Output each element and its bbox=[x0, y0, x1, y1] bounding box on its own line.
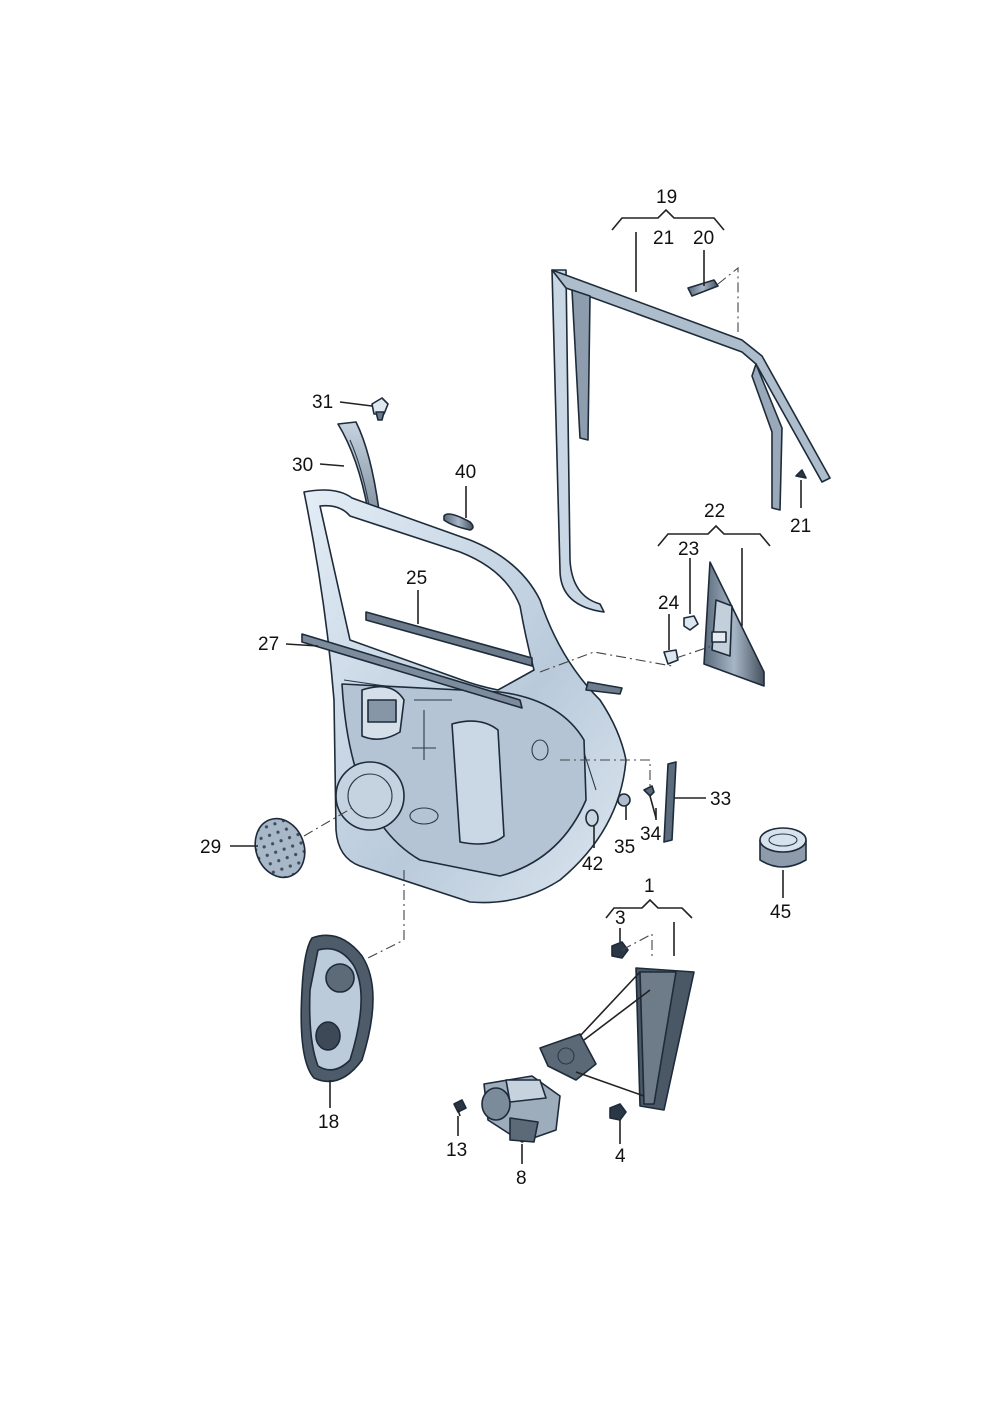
window-channel-seal-part bbox=[551, 269, 831, 613]
rear-guide-rail-part bbox=[663, 761, 677, 843]
sealing-plug-part bbox=[617, 793, 631, 807]
callout-40: 40 bbox=[455, 462, 476, 483]
callout-18: 18 bbox=[318, 1112, 339, 1133]
callout-27: 27 bbox=[258, 634, 279, 655]
callout-23: 23 bbox=[678, 539, 699, 560]
callout-4: 4 bbox=[615, 1146, 626, 1167]
callout-29: 29 bbox=[200, 837, 221, 858]
drain-plug-part bbox=[585, 809, 599, 827]
speaker-grille-part bbox=[254, 817, 306, 879]
callout-24: 24 bbox=[658, 593, 680, 614]
corner-trim-part bbox=[703, 561, 765, 687]
assembly-line bbox=[675, 645, 713, 659]
trim-nut-part-2 bbox=[663, 649, 679, 665]
callout-45: 45 bbox=[770, 902, 791, 923]
handle-insert-part bbox=[443, 513, 474, 531]
door-shell-part bbox=[303, 489, 627, 904]
motor-screw-part bbox=[453, 1099, 467, 1113]
leader-lines bbox=[230, 208, 802, 1164]
callout-8: 8 bbox=[516, 1168, 527, 1189]
trim-nut-part bbox=[683, 615, 699, 631]
assembly-line bbox=[363, 870, 405, 961]
callout-3: 3 bbox=[615, 908, 626, 929]
rail-screw-part bbox=[643, 785, 655, 797]
guide-clip-part bbox=[371, 397, 389, 421]
seal-clip-part bbox=[687, 279, 719, 297]
regulator-nut-part-2 bbox=[609, 1103, 627, 1121]
regulator-nut-part bbox=[611, 941, 629, 959]
callout-21-top: 21 bbox=[653, 228, 674, 249]
assembly-line bbox=[621, 933, 653, 960]
callout-21-right: 21 bbox=[790, 516, 811, 537]
window-motor-part bbox=[481, 1075, 561, 1143]
callout-25: 25 bbox=[406, 568, 427, 589]
inner-trim-panel-part bbox=[300, 934, 374, 1083]
rear-strip-end-part bbox=[585, 681, 623, 695]
callout-33: 33 bbox=[710, 789, 731, 810]
window-regulator-part bbox=[539, 967, 695, 1111]
callout-13: 13 bbox=[446, 1140, 467, 1161]
callout-42: 42 bbox=[582, 854, 603, 875]
assembly-line bbox=[560, 759, 651, 790]
outer-window-strip-part bbox=[301, 633, 523, 709]
damping-ring-part bbox=[759, 827, 807, 868]
callout-20: 20 bbox=[693, 228, 714, 249]
callout-35: 35 bbox=[614, 837, 635, 858]
inner-window-strip-part bbox=[365, 611, 533, 667]
motor-screw-shaft bbox=[457, 1109, 461, 1117]
seal-clip-small-part bbox=[795, 469, 807, 479]
assembly-line bbox=[717, 266, 739, 332]
assembly-line bbox=[303, 807, 353, 837]
callout-34: 34 bbox=[640, 824, 662, 845]
callout-19: 19 bbox=[656, 187, 677, 208]
callout-1: 1 bbox=[644, 876, 655, 897]
callout-22: 22 bbox=[704, 501, 725, 522]
callout-31: 31 bbox=[312, 392, 333, 413]
callout-30: 30 bbox=[292, 455, 313, 476]
rail-screw-shaft bbox=[649, 795, 657, 819]
